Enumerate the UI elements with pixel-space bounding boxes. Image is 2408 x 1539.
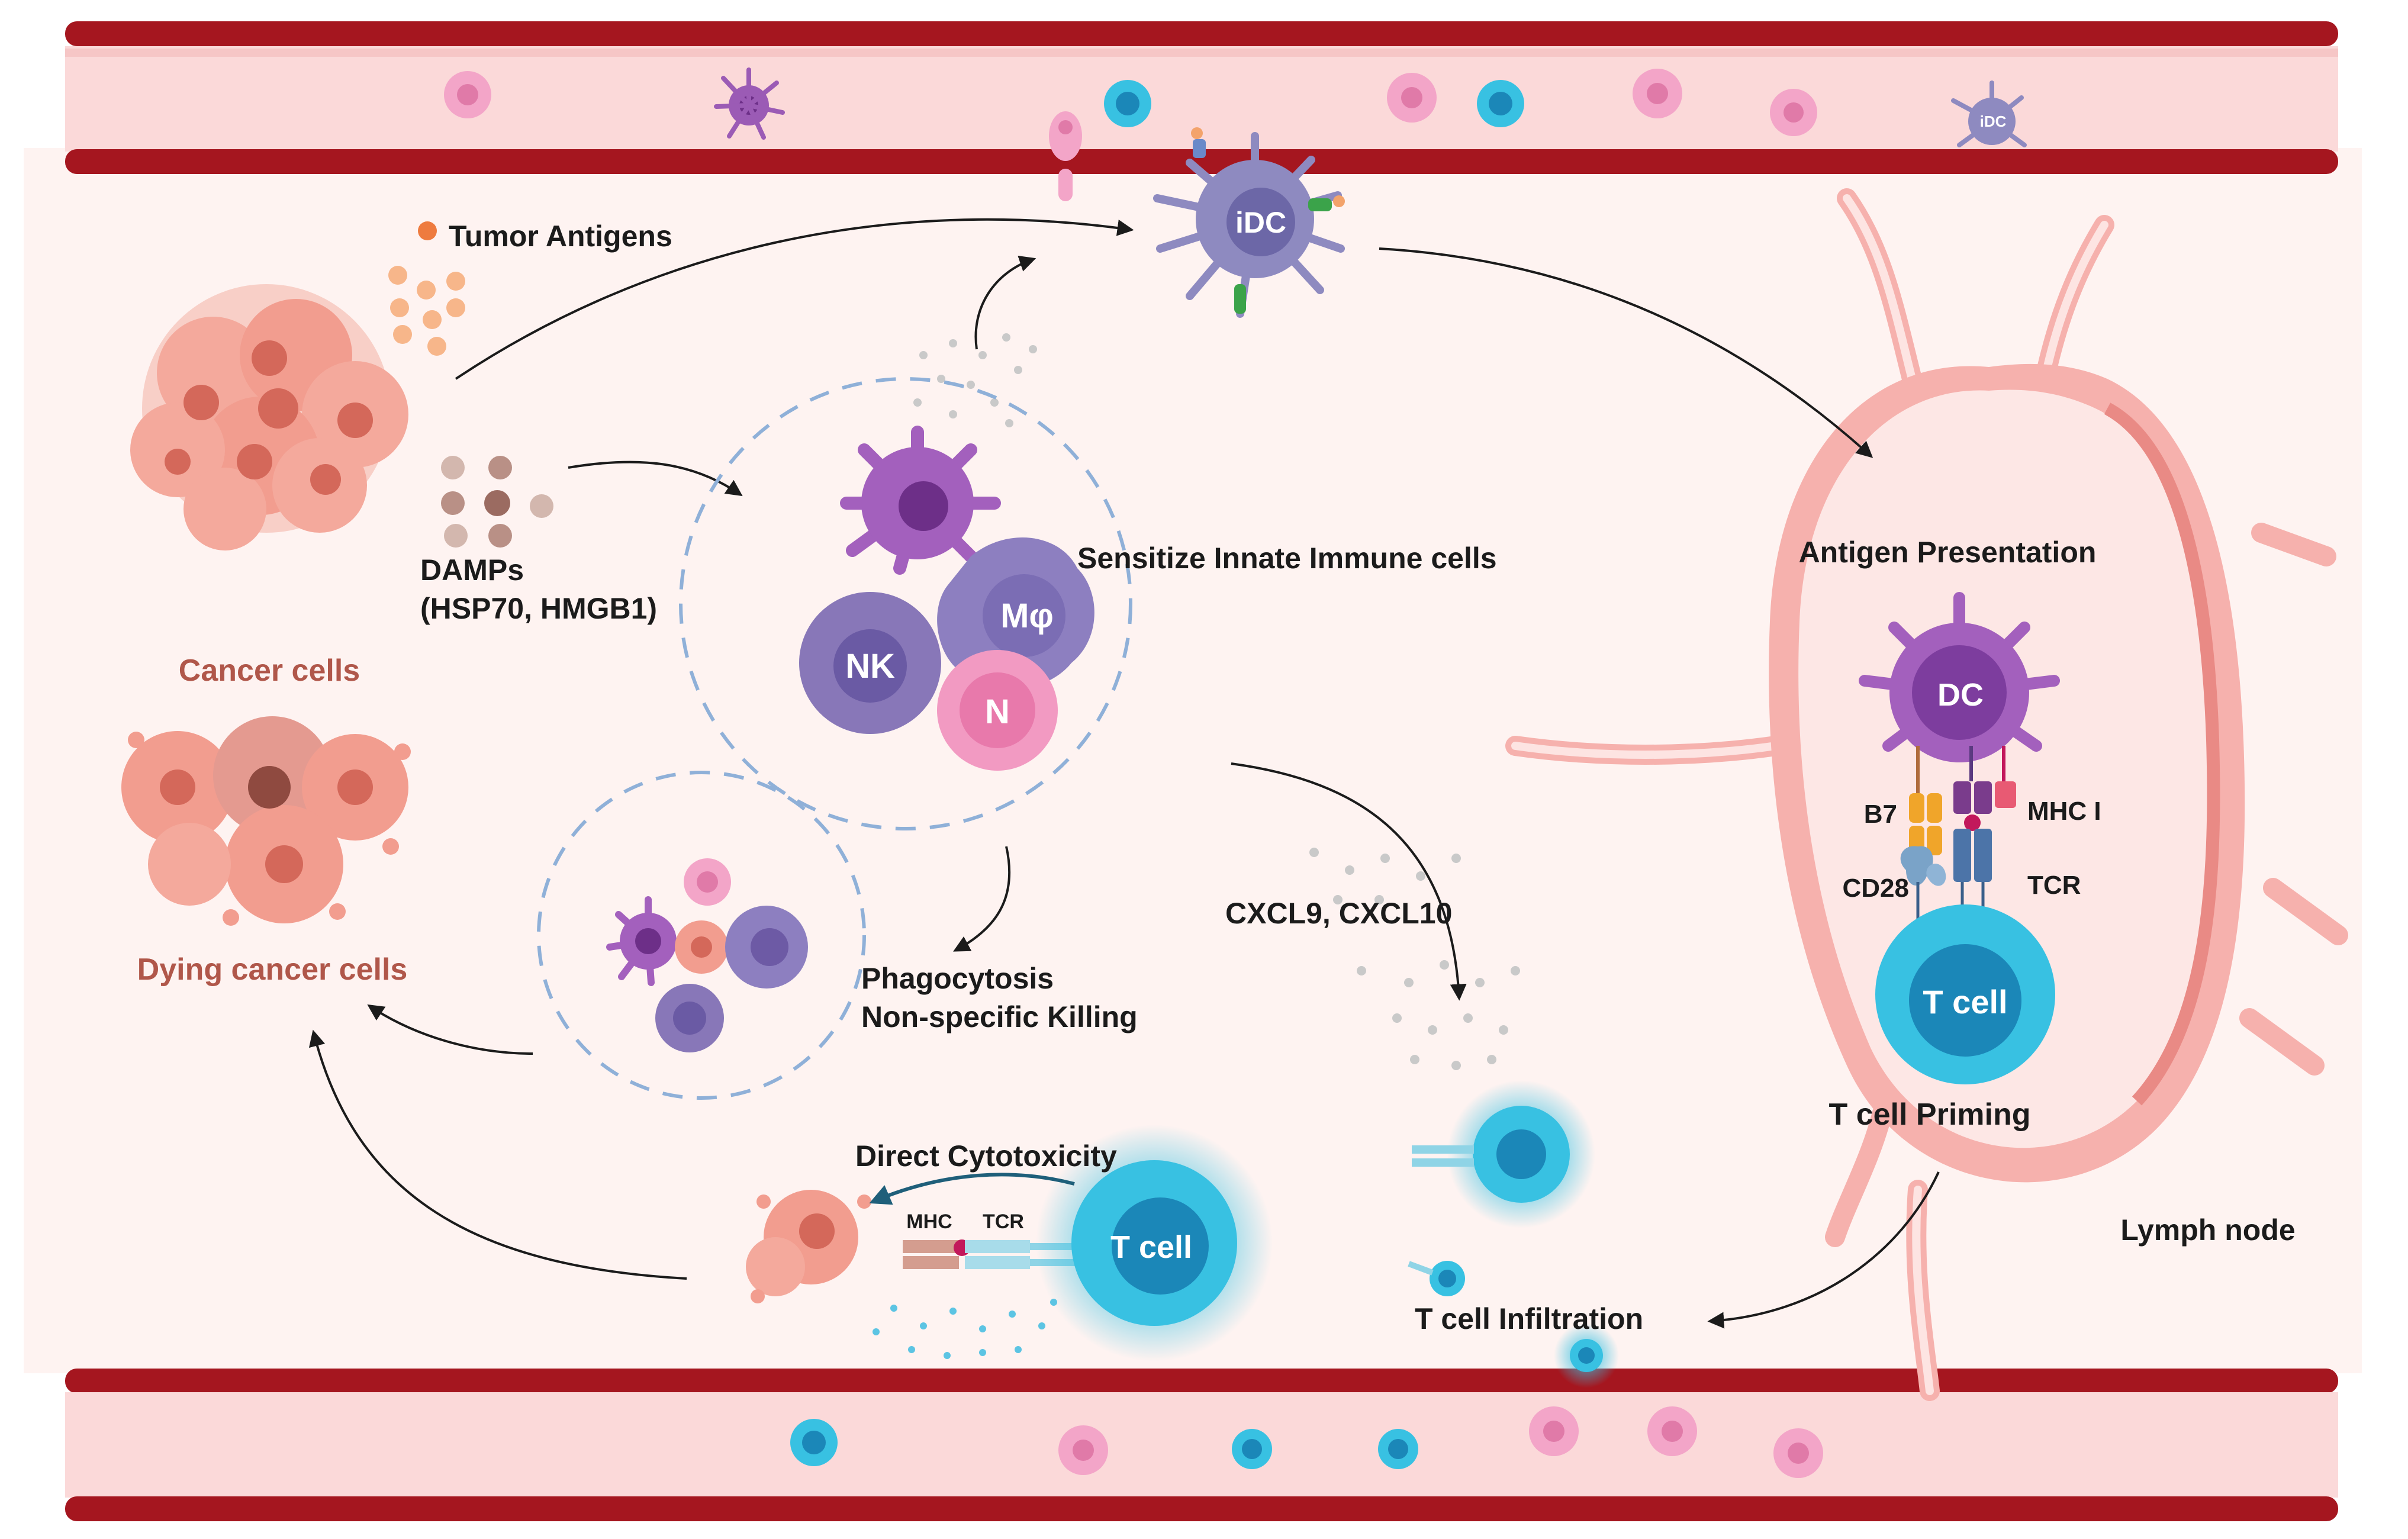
arrow-priming-to-infiltration (1707, 1171, 1940, 1329)
phagocytosis-label: Phagocytosis (861, 962, 1054, 995)
idc-label: iDC (1235, 206, 1286, 239)
bottom-vessel-neutrophil-4 (1773, 1428, 1823, 1478)
damps-label: DAMPs (420, 553, 524, 587)
arrow-cytotoxicity-to-dying (308, 1029, 687, 1280)
top-vessel-t-cell-2 (1477, 80, 1524, 127)
top-vessel-neutrophil (444, 71, 491, 118)
damps-detail-label: (HSP70, HMGB1) (420, 592, 657, 625)
cancer-cells-label: Cancer cells (179, 653, 360, 688)
bottom-vessel-t-cell-3 (1378, 1429, 1418, 1469)
tumor-antigen-marker (418, 221, 437, 240)
arrow-antigens-to-idc (455, 218, 1134, 380)
cd28-label: CD28 (1843, 874, 1910, 903)
granule-dots (873, 1299, 1057, 1359)
phagocytosis-neutrophil (684, 858, 731, 906)
tcr-small-label: TCR (983, 1210, 1024, 1233)
cytotoxicity-target-cell (746, 1190, 871, 1303)
lymph-node-label: Lymph node (2120, 1213, 2295, 1247)
tcr-label: TCR (2027, 871, 2081, 900)
t-cell-infiltration-label: T cell Infiltration (1415, 1302, 1643, 1335)
top-vessel-neutrophil-4 (1770, 89, 1817, 136)
effector-t-cell-label: T cell (1110, 1229, 1192, 1265)
top-vessel-squeezing-cell (1049, 111, 1082, 201)
bottom-vessel-neutrophil-1 (1058, 1425, 1108, 1475)
infiltrating-t-cell-large (1412, 1080, 1595, 1228)
chemokines-label: CXCL9, CXCL10 (1225, 897, 1452, 930)
phagocytosis-boundary (537, 771, 866, 1100)
mhc-i-label: MHC I (2027, 797, 2101, 826)
infiltrating-t-cell-small (1408, 1261, 1465, 1296)
tumor-antigens-label: Tumor Antigens (449, 220, 672, 253)
arrow-innate-to-phagocytosis (953, 846, 1011, 952)
innate-dc-cell (840, 426, 1001, 575)
bottom-vessel-neutrophil-2 (1529, 1406, 1579, 1456)
damps-dots (441, 456, 553, 548)
priming-t-cell: T cell (1875, 904, 2055, 1084)
effector-t-cell: T cell (1036, 1125, 1273, 1361)
idc-cell: iDC (1153, 127, 1345, 318)
dying-cancer-cells (121, 716, 411, 926)
t-cell-priming-label: T cell Priming (1829, 1097, 2031, 1132)
bottom-vessel-t-cell-1 (790, 1419, 838, 1466)
non-specific-killing-label: Non-specific Killing (861, 1000, 1138, 1033)
phagocytosis-dc (606, 896, 677, 986)
presenting-dc-cell: DC (1859, 592, 2060, 762)
nk-label: NK (845, 647, 895, 685)
arrow-idc-to-lymph-node (1379, 247, 1873, 458)
top-vessel-t-cell (1104, 80, 1151, 127)
dying-cancer-cells-label: Dying cancer cells (137, 952, 408, 987)
chemokine-dots (1309, 848, 1520, 1070)
arrow-damps-to-innate (568, 461, 743, 497)
bottom-blood-vessel (65, 1369, 2338, 1521)
macrophage-label: Mφ (1000, 597, 1054, 635)
top-vessel-idc-label: iDC (1980, 112, 2007, 130)
mhc-label: MHC (906, 1210, 952, 1233)
arrow-phagocytosis-to-dying (367, 1004, 533, 1055)
phagocytosis-nk (655, 984, 724, 1052)
top-vessel-neutrophil-3 (1633, 69, 1682, 118)
top-vessel-idc: iDC (1951, 81, 2027, 147)
innate-immune-boundary (679, 377, 1132, 830)
tumor-antigen-dots (388, 266, 465, 356)
top-vessel-dc (714, 67, 785, 140)
arrow-innate-to-chemokines (1231, 762, 1467, 1001)
macrophage-cell: Mφ (937, 537, 1094, 690)
b7-label: B7 (1864, 800, 1897, 829)
extravasating-t-cell (1554, 1323, 1619, 1388)
bottom-vessel-t-cell-2 (1232, 1429, 1272, 1469)
neutrophil-label: N (985, 693, 1010, 731)
arrow-innate-to-idc (974, 255, 1036, 350)
direct-cytotoxicity-label: Direct Cytotoxicity (855, 1139, 1117, 1173)
neutrophil-cell: N (937, 650, 1058, 771)
dc-label: DC (1937, 677, 1984, 713)
top-vessel-neutrophil-2 (1387, 73, 1437, 123)
phagocytosis-macrophage (725, 906, 808, 989)
cancer-cell-cluster (130, 284, 408, 550)
secretion-dots (913, 333, 1037, 427)
antigen-presentation-label: Antigen Presentation (1799, 536, 2097, 569)
priming-t-cell-label: T cell (1923, 983, 2007, 1020)
sensitize-label: Sensitize Innate Immune cells (1077, 542, 1497, 575)
nk-cell: NK (799, 592, 941, 734)
phagocytosis-target (675, 920, 728, 974)
bottom-vessel-neutrophil-3 (1647, 1406, 1697, 1456)
arrow-cytotoxicity (869, 1173, 1075, 1205)
costimulatory-molecules (1900, 746, 2016, 926)
